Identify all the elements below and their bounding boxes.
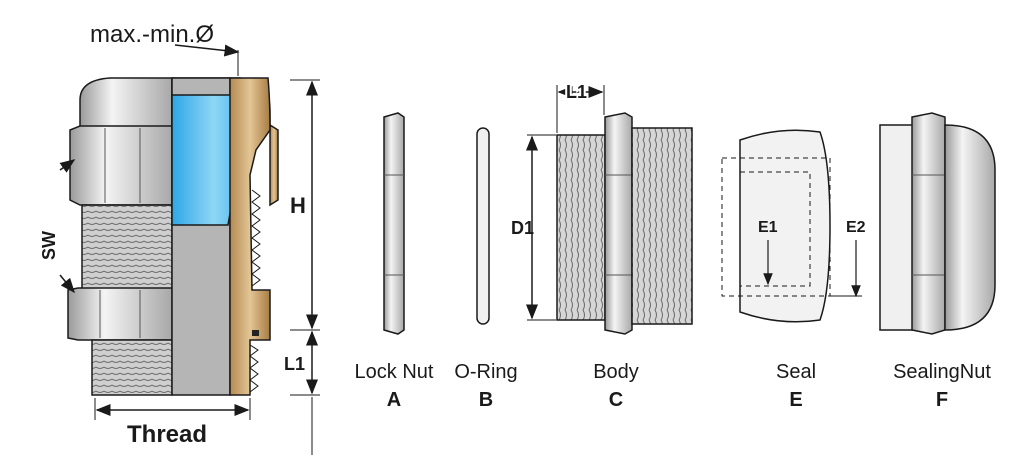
part-letter-e: E xyxy=(789,389,802,411)
seal-outer-label: E2 xyxy=(846,219,866,236)
dimension-lines xyxy=(59,44,320,455)
part-name-lock-nut: Lock Nut xyxy=(355,361,434,383)
part-name-body: Body xyxy=(593,361,639,383)
body-part xyxy=(526,85,693,335)
part-letter-a: A xyxy=(387,389,401,411)
part-letter-b: B xyxy=(479,389,493,411)
max-min-diameter-label: max.-min.Ø xyxy=(90,21,214,48)
thread-length-label: L1 xyxy=(284,354,305,374)
o-ring-part xyxy=(476,127,490,325)
assembled-gland xyxy=(67,77,279,396)
wrench-size-label: SW xyxy=(39,231,59,260)
part-letter-f: F xyxy=(936,389,948,411)
seal-part xyxy=(721,129,862,323)
part-name-seal: Seal xyxy=(776,361,816,383)
seal-inner-label: E1 xyxy=(758,219,778,236)
lock-nut-part xyxy=(383,112,405,335)
part-name-o-ring: O-Ring xyxy=(454,361,517,383)
thread-label: Thread xyxy=(127,421,207,448)
part-letter-c: C xyxy=(609,389,623,411)
height-label: H xyxy=(290,193,306,218)
sealing-nut-part xyxy=(879,112,996,335)
body-diameter-label: D1 xyxy=(511,218,534,238)
part-labels: Lock Nut A O-Ring B Body C Seal E Sealin… xyxy=(355,361,992,411)
body-thread-length-label: L1 xyxy=(566,82,587,102)
part-name-sealing-nut: SealingNut xyxy=(893,361,991,383)
